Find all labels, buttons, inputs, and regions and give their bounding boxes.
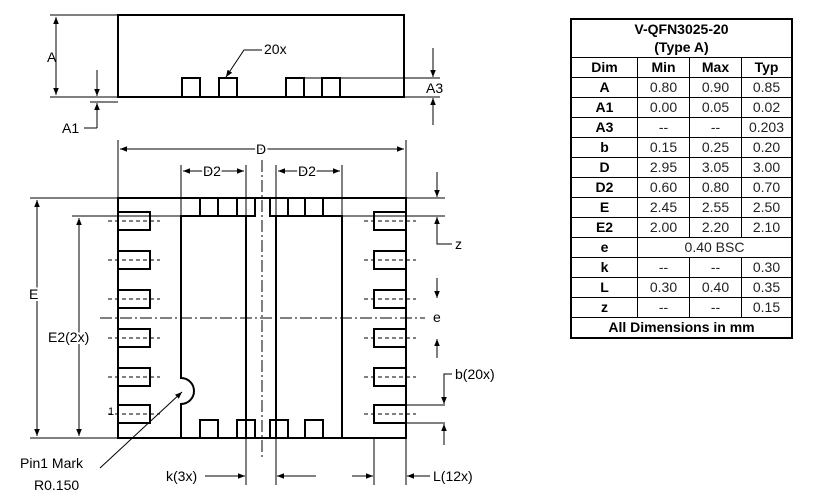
top-leads: [199, 197, 324, 217]
cell-max: 2.20: [689, 217, 742, 238]
cell-typ: 0.70: [741, 177, 793, 198]
label-D2-left: D2: [203, 163, 221, 179]
cell-max: 0.90: [689, 77, 742, 98]
cell-dim: E2: [570, 217, 638, 238]
bottom-view: [30, 140, 452, 485]
cell-min: 2.45: [637, 197, 690, 218]
cell-max: 0.40: [689, 277, 742, 298]
cell-dim: e: [570, 237, 638, 258]
cell-max: 0.25: [689, 137, 742, 158]
exposed-pad-right: [275, 215, 343, 439]
label-k: k(3x): [166, 468, 197, 484]
table-row: k----0.30: [570, 257, 793, 278]
label-20x: 20x: [264, 41, 287, 57]
table-row: A3----0.203: [570, 117, 793, 138]
cell-min: 0.80: [637, 77, 690, 98]
cell-max: 0.80: [689, 177, 742, 198]
cell-dim: k: [570, 257, 638, 278]
header-min: Min: [637, 57, 690, 78]
cell-dim: L: [570, 277, 638, 298]
table-title: V-QFN3025-20: [570, 18, 793, 38]
label-A1: A1: [62, 120, 79, 136]
label-radius: R0.150: [34, 477, 79, 493]
cell-typ: 2.10: [741, 217, 793, 238]
label-A3: A3: [426, 80, 443, 96]
table-subtitle: (Type A): [570, 38, 793, 58]
cell-typ: 0.85: [741, 77, 793, 98]
header-typ: Typ: [741, 57, 793, 78]
label-pin1-mark: Pin1 Mark: [20, 455, 84, 471]
cell-max: --: [689, 257, 742, 278]
cell-min: 2.95: [637, 157, 690, 178]
cell-min: 2.00: [637, 217, 690, 238]
cell-typ: 0.30: [741, 257, 793, 278]
cell-min: 0.15: [637, 137, 690, 158]
label-E2: E2(2x): [48, 329, 89, 345]
cell-max: 2.55: [689, 197, 742, 218]
cell-dim: A1: [570, 97, 638, 118]
bottom-leads: [199, 419, 324, 439]
package-outline-drawing: A A1 A3 20x: [20, 14, 495, 493]
label-z: z: [455, 236, 462, 252]
cell-dim: E: [570, 197, 638, 218]
label-e: e: [433, 309, 441, 325]
side-view-leads: [181, 77, 341, 98]
cell-dim: D2: [570, 177, 638, 198]
header-max: Max: [689, 57, 742, 78]
cell-min: --: [637, 117, 690, 138]
cell-dim: A3: [570, 117, 638, 138]
cell-max: --: [689, 117, 742, 138]
side-view-body: [117, 14, 405, 98]
label-E: E: [29, 286, 38, 302]
cell-typ: 0.35: [741, 277, 793, 298]
table-footer: All Dimensions in mm: [570, 317, 793, 339]
cell-dim: b: [570, 137, 638, 158]
leader-20x: [225, 49, 262, 78]
pin1-mark-leader: [99, 391, 183, 469]
cell-typ: 0.203: [741, 117, 793, 138]
cell-dim: z: [570, 297, 638, 318]
cell-max: 3.05: [689, 157, 742, 178]
cell-typ: 0.20: [741, 137, 793, 158]
label-L: L(12x): [433, 468, 473, 484]
cell-min: --: [637, 257, 690, 278]
exposed-pad-left: [180, 215, 247, 439]
label-pin1-number: 1: [108, 406, 114, 418]
label-b: b(20x): [455, 366, 495, 382]
table-row: z----0.15: [570, 297, 793, 318]
cell-min: 0.60: [637, 177, 690, 198]
cell-max: --: [689, 297, 742, 318]
side-view: [50, 14, 440, 129]
label-D2-right: D2: [298, 163, 316, 179]
table-header-row: Dim Min Max Typ: [570, 57, 793, 78]
cell-min: 0.30: [637, 277, 690, 298]
cell-dim: A: [570, 77, 638, 98]
cell-bsc-value: 0.40 BSC: [637, 237, 793, 258]
cell-max: 0.05: [689, 97, 742, 118]
cell-min: 0.00: [637, 97, 690, 118]
label-A: A: [47, 49, 57, 65]
cell-typ: 0.02: [741, 97, 793, 118]
cell-typ: 2.50: [741, 197, 793, 218]
cell-typ: 0.15: [741, 297, 793, 318]
header-dim: Dim: [570, 57, 638, 78]
cell-typ: 3.00: [741, 157, 793, 178]
label-D: D: [256, 141, 266, 157]
cell-dim: D: [570, 157, 638, 178]
cell-min: --: [637, 297, 690, 318]
